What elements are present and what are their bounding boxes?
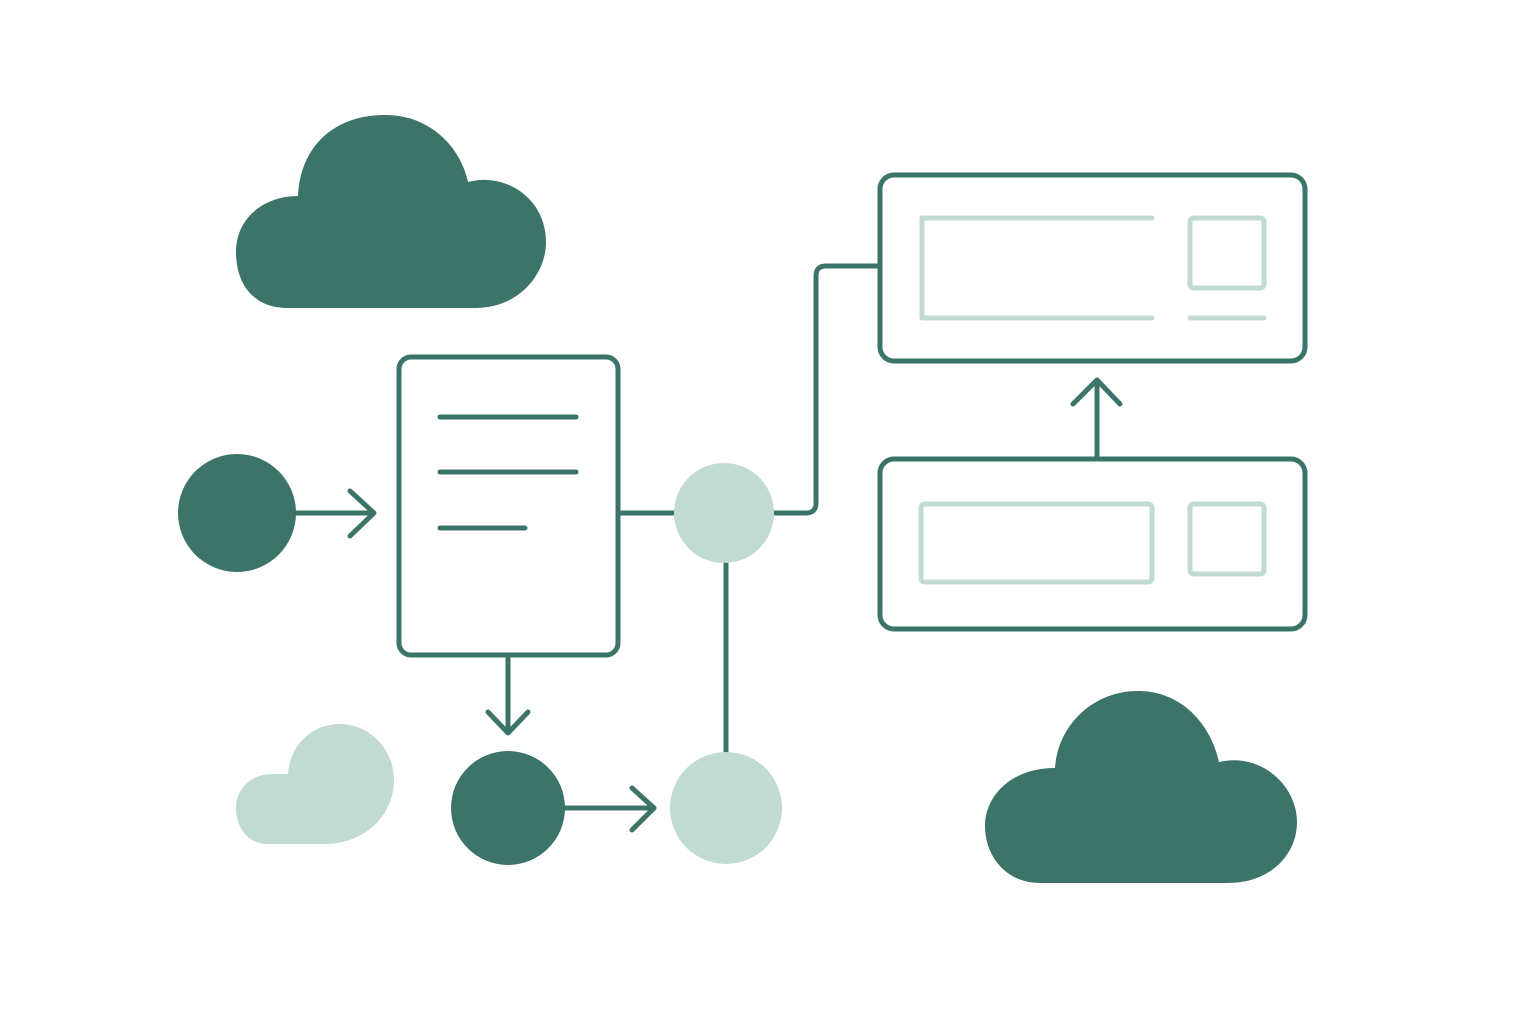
connectors bbox=[293, 263, 1123, 833]
wide-field bbox=[919, 215, 1155, 321]
end-node bbox=[670, 752, 782, 864]
arrowhead-right-icon bbox=[347, 488, 377, 539]
wide-field bbox=[918, 501, 1155, 585]
document-card bbox=[396, 354, 621, 658]
panel-top bbox=[877, 172, 1308, 364]
arrowhead-down-icon bbox=[485, 709, 531, 736]
square-field bbox=[1187, 501, 1267, 577]
cloud-top-left-icon bbox=[236, 115, 546, 308]
start-node bbox=[178, 454, 296, 572]
square-field bbox=[1187, 215, 1267, 291]
junction-node bbox=[674, 463, 774, 563]
arrowhead-right-icon bbox=[629, 785, 657, 833]
cloud-bottom-left-icon bbox=[236, 724, 394, 844]
connector-junction-to-panel-top bbox=[769, 263, 881, 516]
arrowhead-up-icon bbox=[1070, 377, 1123, 407]
panel-bottom bbox=[877, 456, 1308, 632]
cloud-bottom-right-icon bbox=[985, 691, 1297, 883]
process-node bbox=[451, 751, 565, 865]
